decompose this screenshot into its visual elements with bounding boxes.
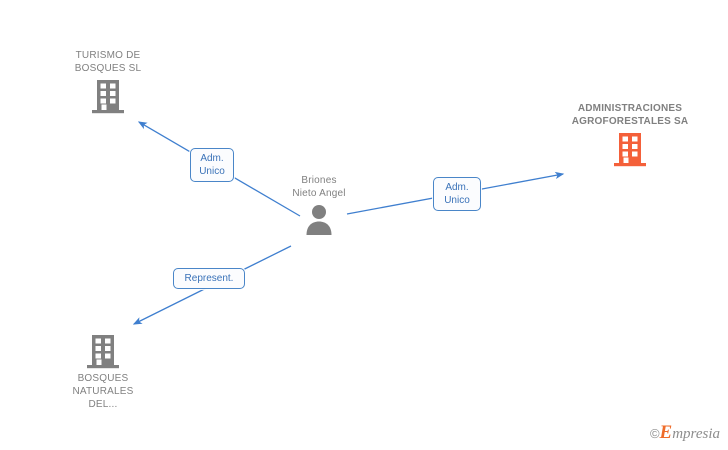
node-label-briones-nieto-angel: Briones Nieto Angel (292, 175, 346, 199)
node-label-administraciones-agroforestales: ADMINISTRACIONES AGROFORESTALES SA (571, 103, 689, 127)
edge-label-represent-bosques-naturales[interactable]: Represent. (173, 268, 245, 289)
building-icon (92, 80, 124, 114)
building-icon (614, 133, 646, 167)
node-label-bosques-naturales-del: BOSQUES NATURALES DEL... (72, 373, 134, 410)
copyright-symbol: © (649, 426, 660, 441)
watermark-empresia: ©Empresia (650, 422, 720, 444)
person-icon (306, 205, 332, 235)
node-label-turismo-de-bosques: TURISMO DE BOSQUES SL (74, 50, 142, 74)
edge-label-adm-unico-administraciones[interactable]: Adm. Unico (433, 177, 481, 211)
node-bosques-naturales-del[interactable]: BOSQUES NATURALES DEL... (23, 333, 183, 411)
brand-initial: E (659, 422, 673, 443)
node-turismo-de-bosques[interactable]: TURISMO DE BOSQUES SL (28, 49, 188, 114)
brand-name: mpresia (672, 426, 720, 442)
node-administraciones-agroforestales[interactable]: ADMINISTRACIONES AGROFORESTALES SA (550, 102, 710, 167)
node-briones-nieto-angel[interactable]: Briones Nieto Angel (239, 174, 399, 235)
building-icon (87, 335, 119, 369)
edge-label-adm-unico-turismo[interactable]: Adm. Unico (190, 148, 234, 182)
